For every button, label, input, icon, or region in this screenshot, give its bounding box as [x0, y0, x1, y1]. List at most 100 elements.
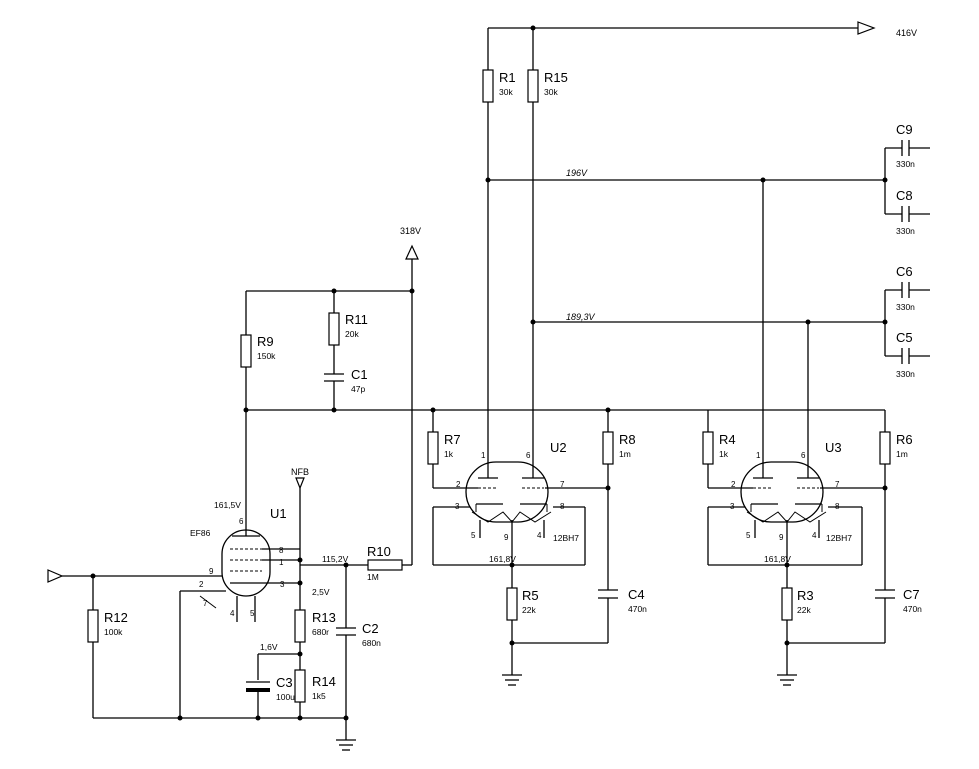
resistor-r3: R3 22k — [781, 565, 814, 675]
r9-ref: R9 — [257, 334, 274, 349]
r14-value: 1k5 — [312, 691, 326, 701]
u1-pin-1: 1 — [279, 558, 284, 567]
c3-ref: C3 — [276, 675, 293, 690]
r1-ref: R1 — [499, 70, 516, 85]
u1-pin-4: 4 — [230, 609, 235, 618]
r13-value: 680r — [312, 627, 329, 637]
c5-value: 330n — [896, 369, 915, 379]
u1-pin-7: 7 — [203, 599, 208, 608]
r14-ref: R14 — [312, 674, 336, 689]
rail-189v-label: 189,3V — [566, 312, 596, 322]
input-terminal — [47, 569, 96, 583]
u2-cathode-voltage: 161,8V — [489, 554, 516, 564]
u1-pin-3: 3 — [280, 580, 285, 589]
resistor-r1: R1 30k — [482, 69, 516, 452]
u3-ref: U3 — [825, 440, 842, 455]
ground-bus-u1 — [93, 715, 356, 751]
c3-node: 1,6V — [257, 642, 303, 680]
capacitor-c2: C2 680n — [336, 565, 381, 740]
capacitor-c1: C1 47p — [324, 367, 368, 410]
r4-value: 1k — [719, 449, 729, 459]
r5-value: 22k — [522, 605, 536, 615]
c3-node-voltage: 1,6V — [260, 642, 278, 652]
capacitor-c3: C3 100u — [246, 675, 295, 718]
tube-u1: 6 8 1 9 2 7 3 4 5 U1 EF86 161,5V — [93, 500, 300, 718]
u3-pin-9: 9 — [779, 533, 784, 542]
resistor-r11: R11 20k — [328, 291, 368, 374]
u1-pin-2: 2 — [199, 580, 204, 589]
cap-pair-c9-c8: C9 330n C8 330n — [884, 122, 930, 236]
rail-196v-label: 196V — [566, 168, 588, 178]
u1-pin-8: 8 — [279, 546, 284, 555]
c7-ref: C7 — [903, 587, 920, 602]
c6-value: 330n — [896, 302, 915, 312]
u3-pin-8: 8 — [835, 502, 840, 511]
c2-value: 680n — [362, 638, 381, 648]
u2-pin-4: 4 — [537, 531, 542, 540]
rail-416v-label: 416V — [896, 28, 917, 38]
c7-value: 470n — [903, 604, 922, 614]
u2-type: 12BH7 — [553, 533, 579, 543]
u3-pin-2: 2 — [731, 480, 736, 489]
resistor-r15: R15 30k — [527, 69, 568, 452]
c1-ref: C1 — [351, 367, 368, 382]
resistor-r6: R6 1m — [820, 431, 913, 590]
r8-ref: R8 — [619, 432, 636, 447]
u1-pin-9: 9 — [209, 567, 214, 576]
u1-pin-5: 5 — [250, 609, 255, 618]
r10-value: 1M — [367, 572, 379, 582]
c1-value: 47p — [351, 384, 365, 394]
u3-pin-6: 6 — [801, 451, 806, 460]
u3-pin-4: 4 — [812, 531, 817, 540]
u1-cathode-voltage: 2,5V — [312, 587, 330, 597]
c6-ref: C6 — [896, 264, 913, 279]
nfb-label: NFB — [291, 467, 309, 477]
r12-ref: R12 — [104, 610, 128, 625]
c3-value: 100u — [276, 692, 295, 702]
u1-screen-voltage: 115,2V — [322, 554, 349, 564]
r5-ref: R5 — [522, 588, 539, 603]
c8-ref: C8 — [896, 188, 913, 203]
resistor-r13: R13 680r 2,5V — [294, 587, 336, 670]
capacitor-c7: C7 470n — [787, 587, 922, 644]
u1-plate-voltage: 161,5V — [214, 500, 241, 510]
rail-318v-label: 318V — [400, 226, 421, 236]
r8-value: 1m — [619, 449, 631, 459]
u2-pin-2: 2 — [456, 480, 461, 489]
u3-pin-1: 1 — [756, 451, 761, 460]
cap-pair-c6-c5: C6 330n C5 330n — [884, 264, 930, 379]
c9-ref: C9 — [896, 122, 913, 137]
c8-value: 330n — [896, 226, 915, 236]
nfb-node: NFB — [291, 467, 309, 610]
tube-u2: 1 6 2 7 3 8 5 9 4 U2 12BH7 161,8V — [432, 440, 586, 568]
resistor-r8: R8 1m — [545, 431, 636, 590]
u2-pin-9: 9 — [504, 533, 509, 542]
grid-bus — [243, 407, 886, 432]
rail-416v: 416V — [487, 21, 917, 70]
r10-ref: R10 — [367, 544, 391, 559]
c9-value: 330n — [896, 159, 915, 169]
rail-189v: 189,3V — [530, 312, 888, 325]
resistor-r5: R5 22k — [506, 565, 539, 675]
ground-u2 — [502, 674, 522, 686]
capacitor-c4: C4 470n — [512, 587, 647, 644]
r1-value: 30k — [499, 87, 513, 97]
r11-ref: R11 — [345, 312, 368, 327]
u1-ref: U1 — [270, 506, 287, 521]
rail-318v: 318V — [246, 226, 421, 294]
u3-cathode-voltage: 161,8V — [764, 554, 791, 564]
r9-value: 150k — [257, 351, 276, 361]
u2-pin-1: 1 — [481, 451, 486, 460]
r3-value: 22k — [797, 605, 811, 615]
tube-u3: 1 6 2 7 3 8 5 9 4 U3 12BH7 161,8V — [707, 440, 863, 568]
r4-ref: R4 — [719, 432, 736, 447]
rail-196v: 196V — [485, 168, 888, 183]
ground-u3 — [777, 674, 797, 686]
r11-value: 20k — [345, 329, 359, 339]
u3-pin-5: 5 — [746, 531, 751, 540]
u2-pin-8: 8 — [560, 502, 565, 511]
u2-pin-3: 3 — [455, 502, 460, 511]
r6-ref: R6 — [896, 432, 913, 447]
u3-type: 12BH7 — [826, 533, 852, 543]
